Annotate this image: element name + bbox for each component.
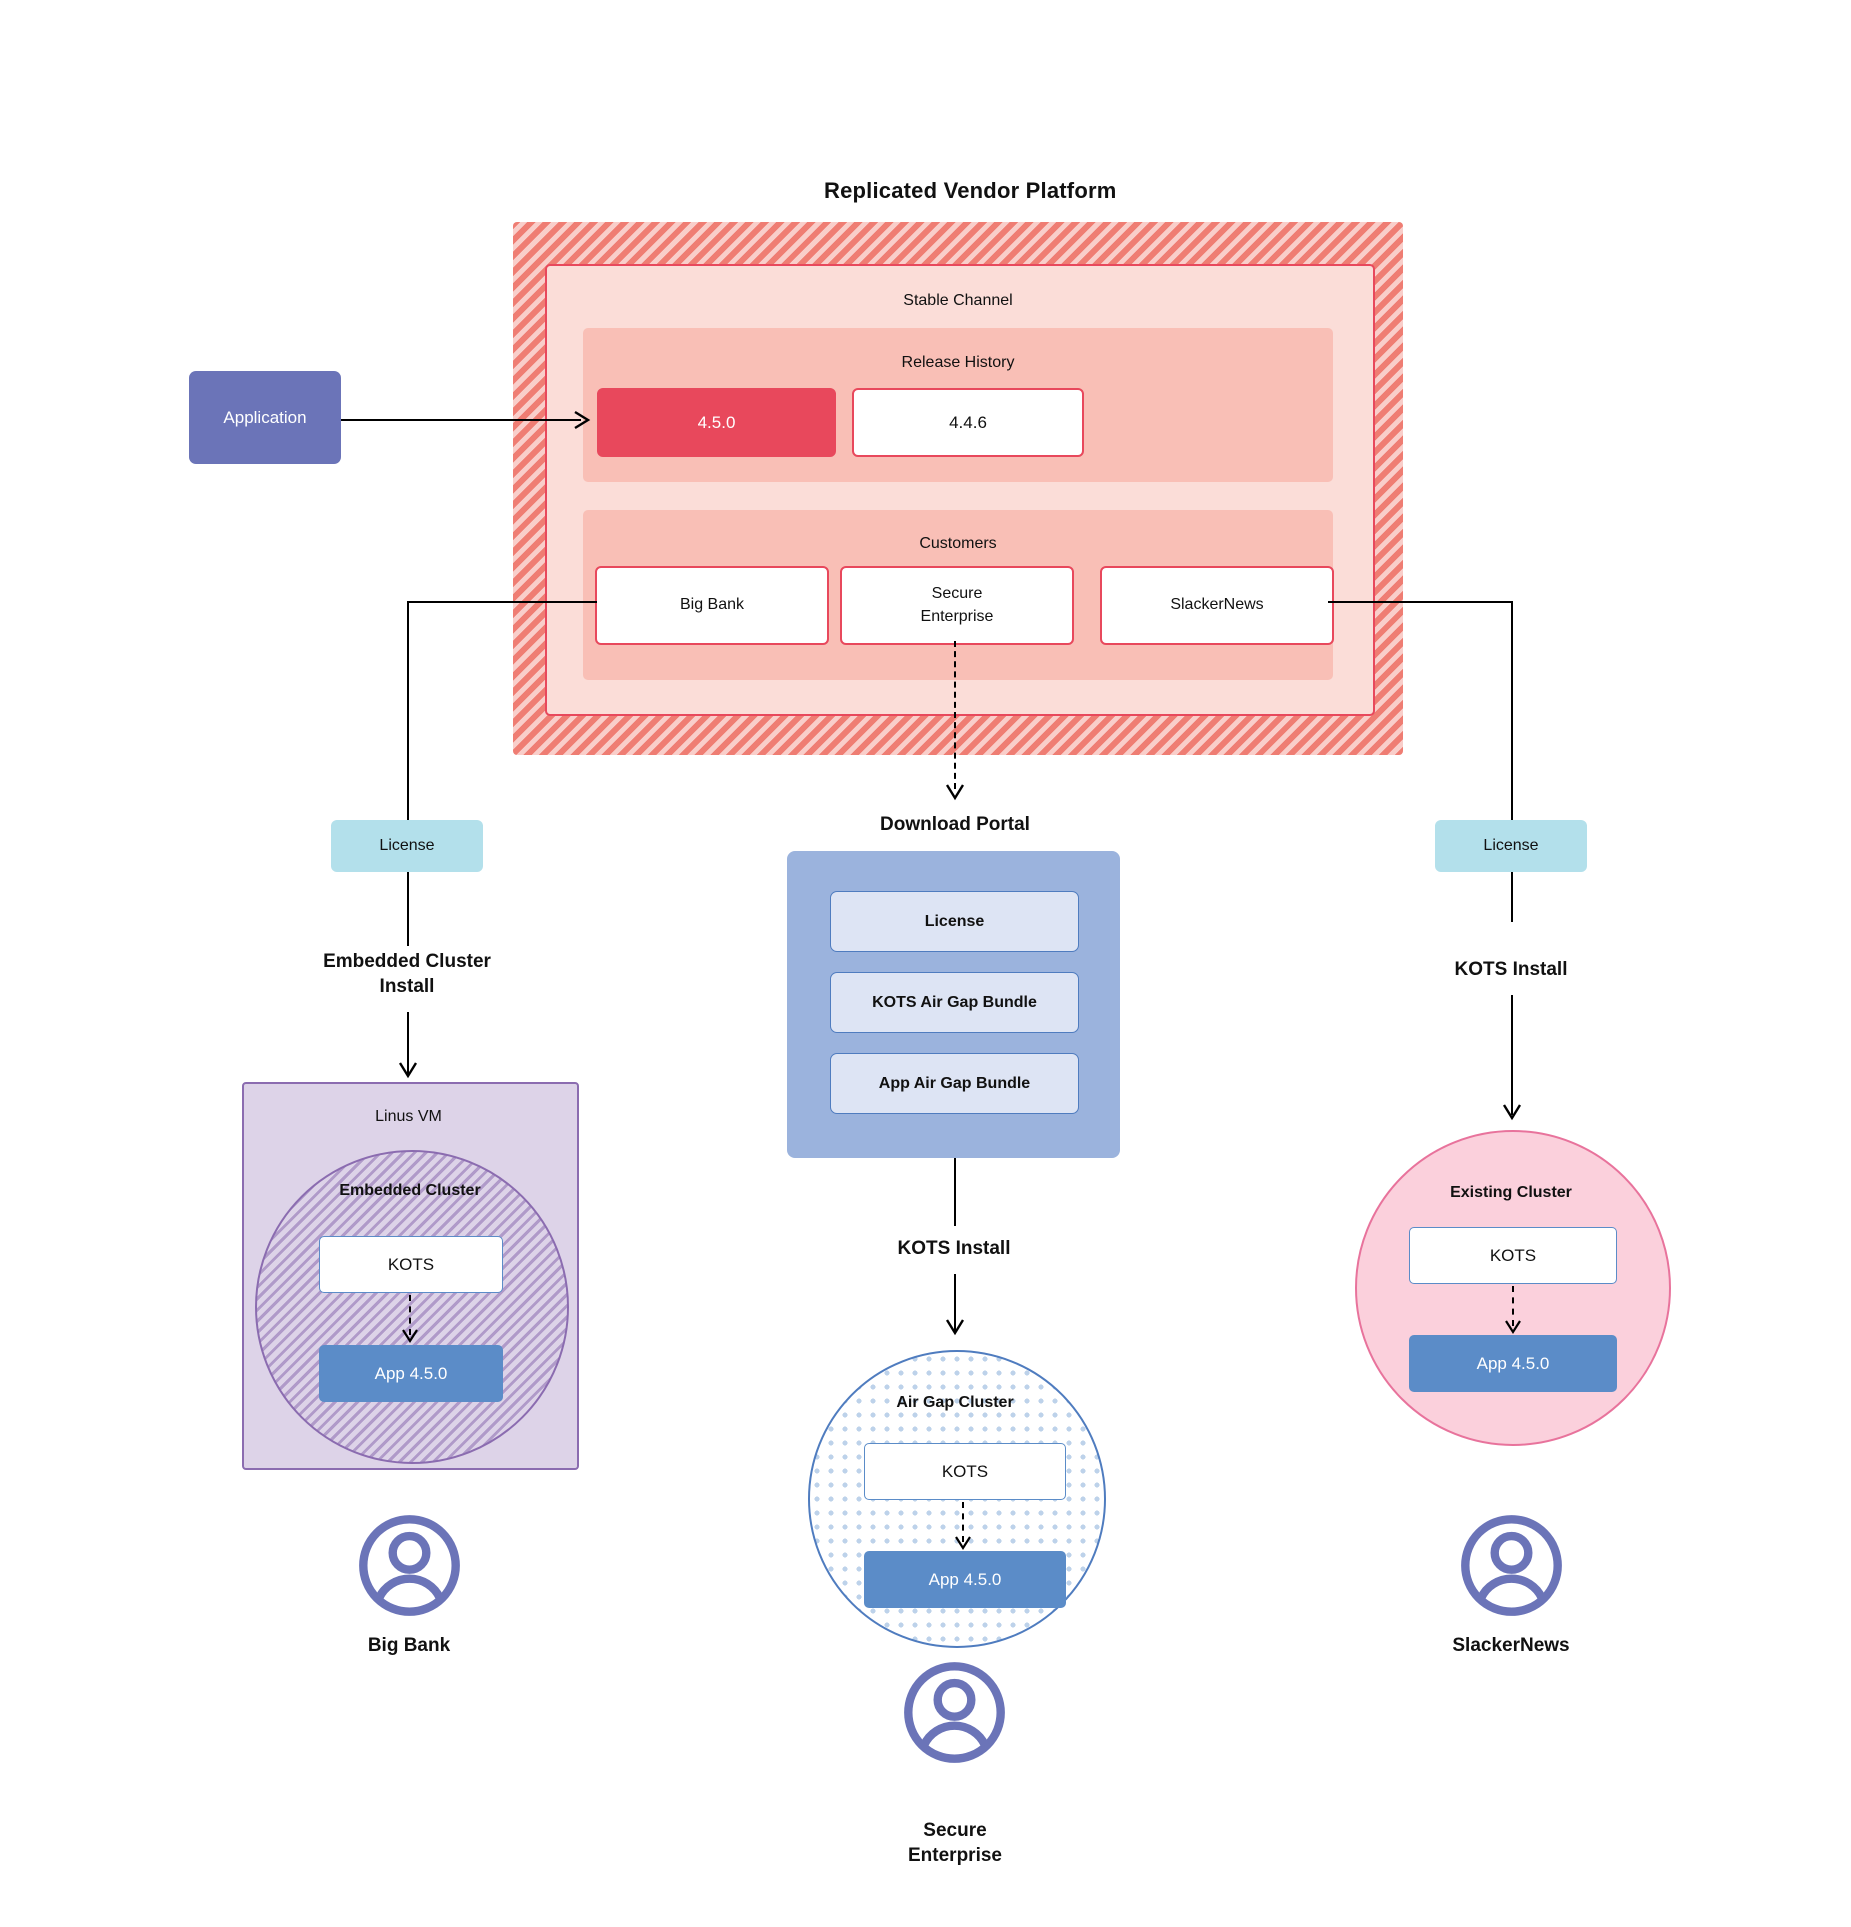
license-left-down-line xyxy=(407,872,410,946)
portal-item-kots-air-gap-bundle[interactable]: KOTS Air Gap Bundle xyxy=(830,972,1079,1033)
embedded-install-arrow-line xyxy=(407,1012,410,1075)
existing-cluster-label: Existing Cluster xyxy=(1450,1184,1572,1201)
portal-item-license[interactable]: License xyxy=(830,891,1079,952)
app-version-box-embedded[interactable]: App 4.5.0 xyxy=(319,1345,503,1402)
kots-to-app-dashed-center xyxy=(962,1502,964,1542)
kots-box-embedded[interactable]: KOTS xyxy=(319,1236,503,1293)
air-gap-cluster-label: Air Gap Cluster xyxy=(896,1394,1014,1411)
customer-secure-enterprise[interactable]: Secure Enterprise xyxy=(840,566,1074,645)
kots-to-app-arrowhead-right xyxy=(1505,1320,1521,1335)
embedded-cluster-circle xyxy=(255,1150,569,1464)
customer-big-bank[interactable]: Big Bank xyxy=(595,566,829,645)
stable-channel-title: Stable Channel xyxy=(903,292,1013,309)
linux-vm-label: Linus VM xyxy=(375,1108,442,1125)
license-right-down-line xyxy=(1511,872,1514,922)
kots-box-existing[interactable]: KOTS xyxy=(1409,1227,1617,1284)
right-install-arrowhead xyxy=(1502,1104,1522,1121)
kots-install-label-right: KOTS Install xyxy=(1454,959,1568,981)
secure-enterprise-to-portal-dashed xyxy=(954,641,956,789)
embedded-cluster-install-label: Embedded Cluster Install xyxy=(323,950,491,997)
app-version-box-existing[interactable]: App 4.5.0 xyxy=(1409,1335,1617,1392)
platform-title: Replicated Vendor Platform xyxy=(824,178,1117,203)
portal-dashed-arrowhead xyxy=(945,784,965,801)
kots-box-airgap[interactable]: KOTS xyxy=(864,1443,1066,1500)
bigbank-to-license-v-line xyxy=(407,601,410,847)
application-to-release-line xyxy=(341,419,581,422)
release-4-4-6[interactable]: 4.4.6 xyxy=(852,388,1084,457)
bigbank-to-license-h-line xyxy=(407,601,597,604)
release-history-title: Release History xyxy=(901,354,1015,371)
app-version-box-airgap[interactable]: App 4.5.0 xyxy=(864,1551,1066,1608)
customer-label-secure-enterprise: Secure Enterprise xyxy=(908,1819,1002,1866)
right-install-arrow-line xyxy=(1511,995,1514,1115)
center-install-arrowhead xyxy=(945,1319,965,1336)
download-portal-title: Download Portal xyxy=(880,814,1030,836)
kots-to-app-dashed-left xyxy=(409,1295,411,1335)
customer-label-slackernews: SlackerNews xyxy=(1452,1635,1570,1657)
embedded-install-arrowhead xyxy=(398,1062,418,1079)
license-left[interactable]: License xyxy=(331,820,483,872)
customer-label-big-bank: Big Bank xyxy=(367,1635,451,1657)
embedded-cluster-label: Embedded Cluster xyxy=(339,1182,481,1199)
kots-to-app-arrowhead-left xyxy=(402,1329,418,1344)
application-to-release-arrowhead xyxy=(574,410,591,430)
application-node[interactable]: Application xyxy=(189,371,341,464)
customer-slackernews[interactable]: SlackerNews xyxy=(1100,566,1334,645)
center-install-arrow-line xyxy=(954,1274,957,1331)
release-4-5-0[interactable]: 4.5.0 xyxy=(597,388,836,457)
kots-to-app-dashed-right xyxy=(1512,1286,1514,1326)
license-right[interactable]: License xyxy=(1435,820,1587,872)
slackernews-to-license-h-line xyxy=(1328,601,1513,604)
slackernews-to-license-v-line xyxy=(1511,601,1514,821)
portal-item-app-air-gap-bundle[interactable]: App Air Gap Bundle xyxy=(830,1053,1079,1114)
kots-install-label-center: KOTS Install xyxy=(897,1238,1011,1260)
avatar-slackernews xyxy=(1459,1513,1564,1618)
portal-to-install-line xyxy=(954,1158,957,1226)
avatar-secure-enterprise xyxy=(902,1660,1007,1765)
customers-title: Customers xyxy=(919,535,997,552)
kots-to-app-arrowhead-center xyxy=(955,1536,971,1551)
avatar-big-bank xyxy=(357,1513,462,1618)
